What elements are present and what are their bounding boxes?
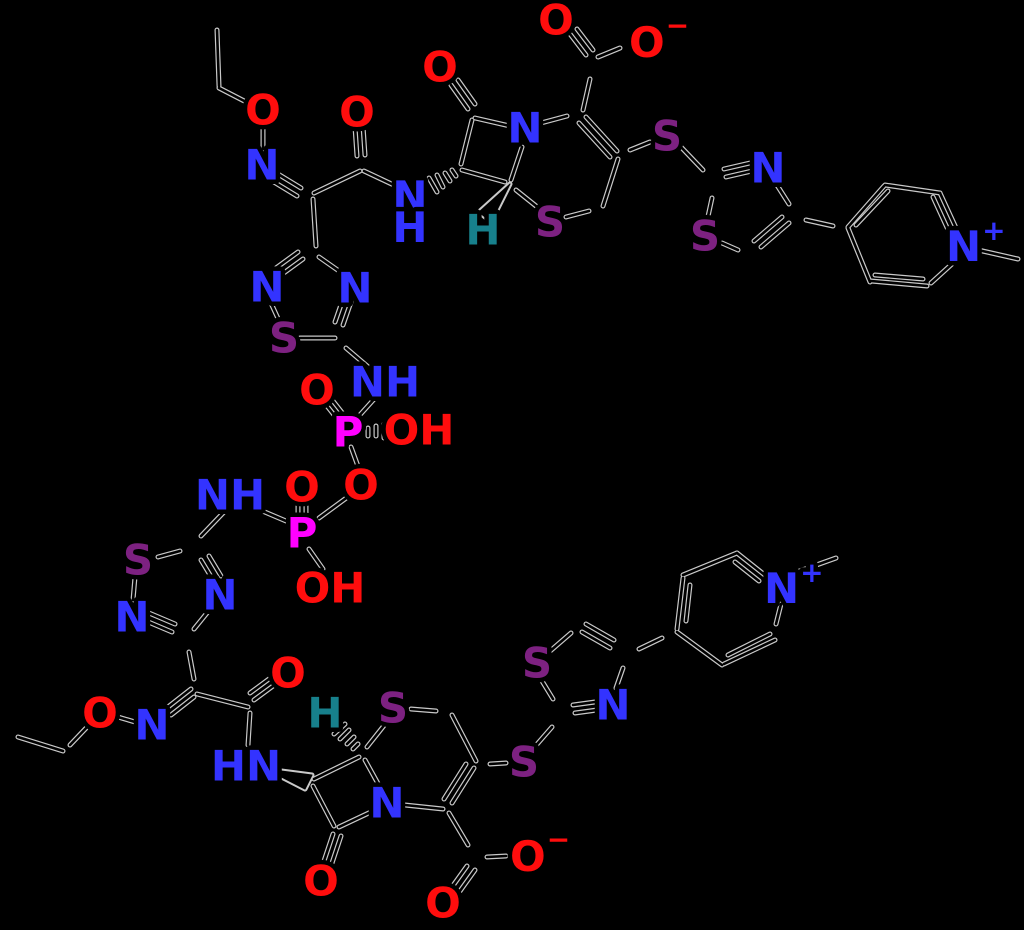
atom-oxygen-amide-top: O [339,88,375,137]
atom-sulfur-thiadiazole-bottom: S [123,536,153,585]
atom-nitrogen-ring-top: N [507,104,542,153]
atom-sulfur-linker-top: S [652,112,682,161]
atom-sulfur-linker-bottom: S [509,738,539,787]
atom-hydrogen-stereo-bottom: H [307,689,342,738]
atom-oh-p1: OH [384,406,455,455]
atom-sulfur-thiazole-bottom: S [522,639,552,688]
atom-nitrogen-thiadiazole-right-top: N [337,264,372,313]
atom-oxygen-carboxyl-top: O [538,0,574,45]
atom-oxygen-amide-bottom: O [270,649,306,698]
bond-network [16,27,1020,893]
atom-nitrogen-thiadiazole-right-bottom: N [202,571,237,620]
atom-oxygen-carboxyl-bottom: O [425,879,461,928]
atom-nitrogen-oxime-top: N [244,141,279,190]
atom-oxygen-bridge: O [343,461,379,510]
atom-hydrogen-stereo-top: H [465,206,500,255]
atom-oxygen-anion-top: O− [629,9,689,67]
atom-oxygen-p2-dbl: O [284,463,320,512]
atom-phosphorus-2: P [287,509,318,558]
hashed-wedge-bonds [331,167,459,752]
atom-nitrogen-ring-bottom: N [369,779,404,828]
atom-oxygen-p1-dbl: O [299,366,335,415]
atom-sulfur-thiazole-top: S [690,212,720,261]
atom-phosphorus-1: P [333,408,364,457]
atom-sulfur-thiadiazole-top: S [269,314,299,363]
atom-oh-p2: OH [295,564,366,613]
atom-nh-phosphoramide-1: NH [350,358,420,407]
atom-nitrogen-pyridinium-bottom: N+ [764,556,824,613]
atom-oxygen-lactam-top: O [422,43,458,92]
atom-hn-amide-bottom: HN [211,742,281,791]
hashed-wedge-bonds [332,168,458,751]
atom-nitrogen-thiadiazole-left-bottom: N [114,593,149,642]
atom-sulfur-ring-top: S [535,198,565,247]
atom-oxygen-ethoxy-top: O [245,86,281,135]
atom-oxygen-ethoxy-bottom: O [82,689,118,738]
atom-nitrogen-thiadiazole-left-top: N [249,263,284,312]
atom-nitrogen-oxime-bottom: N [134,701,169,750]
solid-wedge-bonds [265,183,511,790]
atom-nitrogen-thiazole-bottom: N [595,681,630,730]
atom-oxygen-anion-bottom: O− [510,823,570,881]
atom-oxygen-lactam-bottom: O [303,857,339,906]
atom-nh-phosphoramide-2: NH [195,471,265,520]
atom-sulfur-ring-bottom: S [378,684,408,733]
atom-nitrogen-thiazole-top: N [750,144,785,193]
atom-nitrogen-pyridinium-top: N+ [946,214,1006,271]
